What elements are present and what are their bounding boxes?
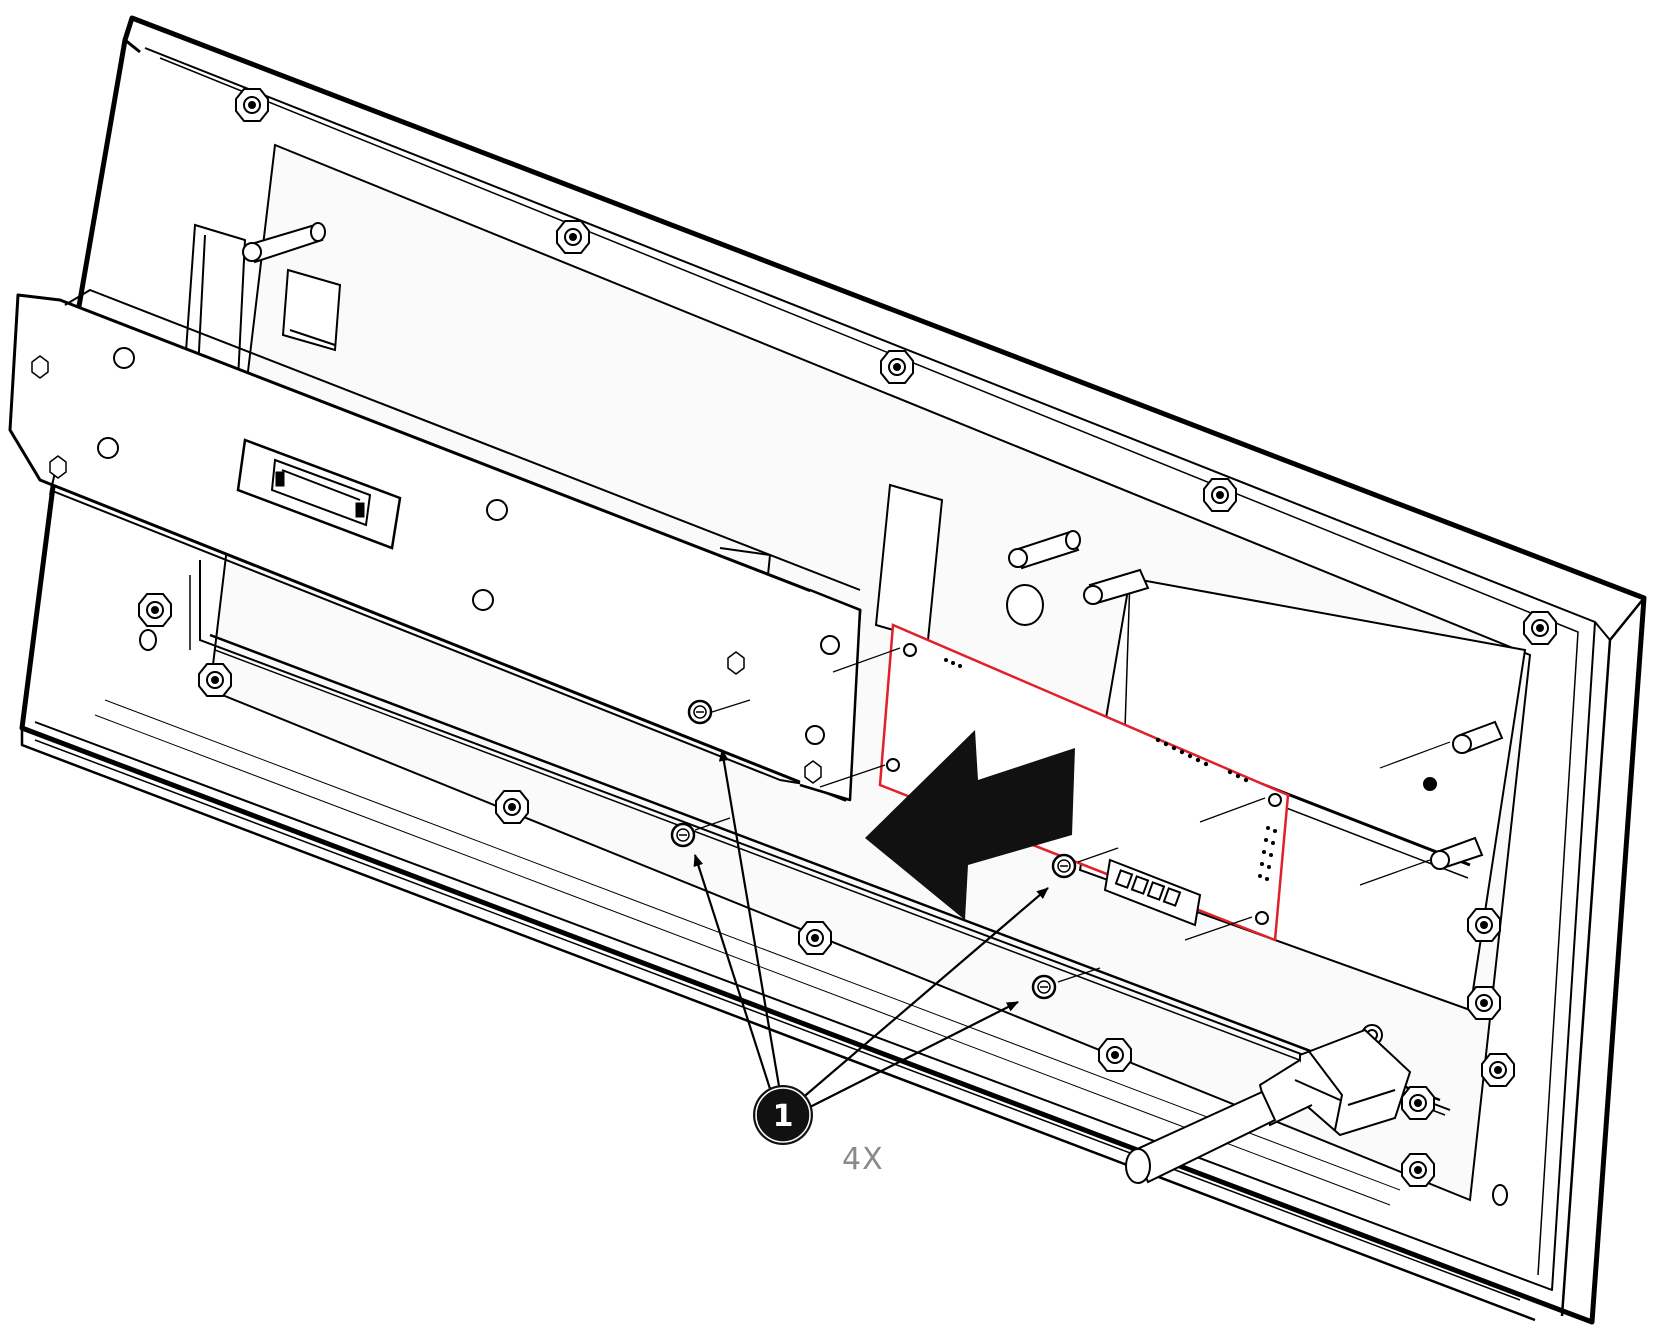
mounting-pad — [281, 268, 342, 352]
inner-recess — [94, 143, 1532, 1206]
standoff-icon — [242, 222, 1504, 870]
left-mounting-bracket — [8, 289, 862, 802]
cable-connector — [1125, 1028, 1412, 1184]
circuit-board — [878, 623, 1290, 942]
terminal-block-connector — [1103, 858, 1202, 927]
callout-number: 1 — [773, 1099, 794, 1134]
bracket-connector-cutout — [236, 438, 402, 550]
callout-badge: 1 — [753, 1085, 813, 1145]
leader-lines — [694, 647, 1451, 983]
large-black-arrow-icon — [865, 730, 1075, 920]
quantity-label: 4X — [842, 1142, 884, 1177]
callout-leaders — [693, 749, 1049, 1109]
